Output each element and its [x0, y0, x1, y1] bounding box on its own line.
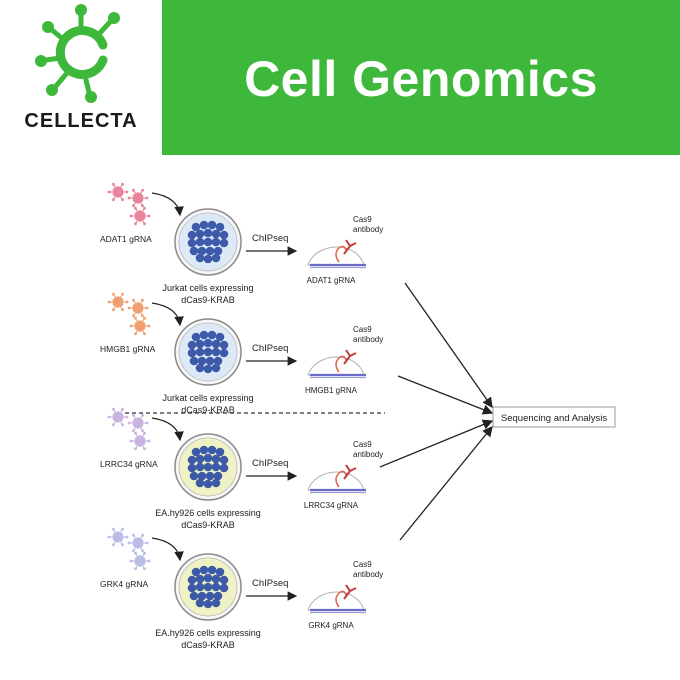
workflow-row: GRK4 gRNA EA.hy926 cells expressing dCas9-… [100, 527, 383, 650]
cell-dish-icon [174, 208, 242, 276]
workflow-row: HMGB1 gRNA Jurkat cells expressing dCas9-K… [100, 292, 383, 415]
cell-line-label: EA.hy926 cells expressing [155, 508, 261, 518]
arrow-row-1 [404, 282, 493, 409]
antibody-label: antibody [353, 450, 383, 459]
result-label: HMGB1 gRNA [305, 386, 358, 395]
transduction-arrow [151, 537, 184, 562]
arrow-row-2 [397, 375, 494, 415]
antibody-label: Cas9 [353, 560, 372, 569]
cell-dish-icon [174, 553, 242, 621]
virus-particle-icon [129, 431, 151, 451]
cell-line-label: Jurkat cells expressing [162, 283, 253, 293]
result-label: LRRC34 gRNA [304, 501, 359, 510]
transduction-arrow [151, 192, 184, 217]
output-label: Sequencing and Analysis [501, 413, 607, 424]
converging-arrows [379, 282, 494, 541]
method-label: ChIPseq [252, 458, 288, 469]
page-title: Cell Genomics [244, 51, 598, 107]
virus-particle-icon [129, 551, 151, 571]
chromatin-antibody-icon [307, 239, 366, 269]
antibody-label: antibody [353, 570, 383, 579]
virus-particle-icon [127, 413, 149, 433]
arrow-row-3 [379, 419, 494, 468]
method-label: ChIPseq [252, 233, 288, 244]
method-label: ChIPseq [252, 343, 288, 354]
header: CELLECTA Cell Genomics [0, 0, 680, 155]
grna-label: HMGB1 gRNA [100, 344, 156, 354]
grna-label: GRK4 gRNA [100, 579, 149, 589]
virus-particle-icon [107, 527, 129, 547]
grna-label: ADAT1 gRNA [100, 234, 152, 244]
cell-line-label: EA.hy926 cells expressing [155, 628, 261, 638]
result-label: ADAT1 gRNA [307, 276, 356, 285]
workflow-row: LRRC34 gRNA EA.hy926 cells expressing dCas… [100, 407, 383, 530]
chromatin-antibody-icon [307, 464, 366, 494]
cell-line-label: dCas9-KRAB [181, 405, 235, 415]
output-box [492, 406, 616, 428]
virus-particle-icon [129, 316, 151, 336]
virus-particle-icon [127, 298, 149, 318]
transduction-arrow [151, 417, 184, 442]
arrow-row-4 [399, 425, 493, 541]
virus-particle-icon [107, 182, 129, 202]
antibody-label: Cas9 [353, 215, 372, 224]
cell-line-label: dCas9-KRAB [181, 520, 235, 530]
cellecta-logo-icon [35, 4, 120, 103]
workflow-diagram: ADAT1 gRNA Jurkat cells expressing dCas9-K… [100, 182, 616, 650]
virus-particle-icon [127, 533, 149, 553]
cell-dish-icon [174, 433, 242, 501]
antibody-label: Cas9 [353, 325, 372, 334]
cell-line-label: dCas9-KRAB [181, 295, 235, 305]
virus-particle-icon [127, 188, 149, 208]
logo-text: CELLECTA [24, 110, 138, 132]
result-label: GRK4 gRNA [308, 621, 354, 630]
virus-particle-icon [107, 407, 129, 427]
antibody-label: antibody [353, 335, 383, 344]
method-label: ChIPseq [252, 578, 288, 589]
logo: CELLECTA [0, 0, 162, 155]
antibody-label: Cas9 [353, 440, 372, 449]
cell-dish-icon [174, 318, 242, 386]
cell-line-label: dCas9-KRAB [181, 640, 235, 650]
virus-particle-icon [129, 206, 151, 226]
antibody-label: antibody [353, 225, 383, 234]
chromatin-antibody-icon [307, 584, 366, 614]
workflow-row: ADAT1 gRNA Jurkat cells expressing dCas9-K… [100, 182, 383, 305]
transduction-arrow [151, 302, 184, 327]
banner: Cell Genomics [162, 0, 680, 155]
cell-line-label: Jurkat cells expressing [162, 393, 253, 403]
grna-label: LRRC34 gRNA [100, 459, 158, 469]
chromatin-antibody-icon [307, 349, 366, 379]
virus-particle-icon [107, 292, 129, 312]
